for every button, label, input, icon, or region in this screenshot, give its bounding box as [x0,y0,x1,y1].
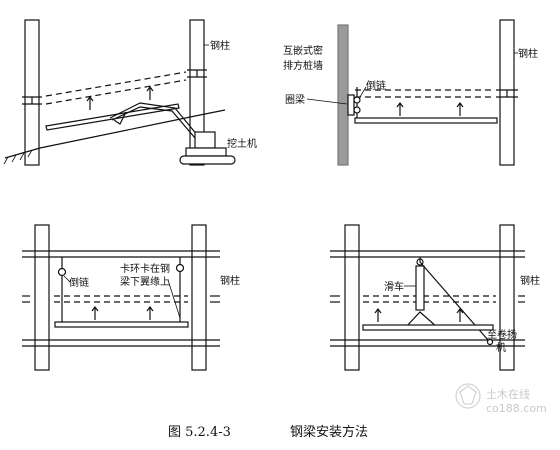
steel-column-right [191,224,207,371]
beam-target-lower [45,79,187,105]
label-steel-column: 钢柱 [210,39,230,52]
existing-beam-bottom [330,339,525,347]
watermark-logo-icon [455,383,481,409]
label-steel-column: 钢柱 [520,274,540,287]
label-pulley: 滑车 [384,280,404,293]
steel-beam [354,117,498,124]
chain-hoist-icon [175,257,185,322]
lift-arrow [86,96,94,110]
figure-title: 钢梁安装方法 [290,424,368,440]
panel-bottom-right: 滑车 钢柱 至卷扬 机 [330,224,540,371]
steel-column-left [344,224,360,371]
panel-top-left: 钢柱 挖土机 [3,19,257,166]
panel-top-right: 互嵌式密 排方桩墙 圈梁 倒链 钢柱 [283,19,538,166]
label-steel-column: 钢柱 [518,47,538,60]
ring-beam [347,94,355,116]
existing-beam-top [22,250,220,258]
label-chain-hoist: 倒链 [69,276,89,289]
beam-target-middle [22,295,220,303]
beam-target-middle [330,295,525,303]
label-winch-line2: 机 [496,341,506,354]
panel-bottom-left: 倒链 卡环卡在钢 梁下翼缘上 钢柱 [22,224,240,371]
figure-number: 图 5.2.4-3 [168,425,231,440]
steel-column-left [24,19,40,166]
label-ring-beam: 圈梁 [285,93,305,106]
excavator-icon [109,102,236,165]
lift-arrow [91,306,99,320]
label-winch-line1: 至卷扬 [487,328,517,341]
chain-hoist-icon [57,257,67,322]
ground-hatching [3,149,33,165]
steel-column-right [189,19,205,166]
column-bracket-left [22,96,42,105]
ground-line [4,109,226,159]
label-retaining-wall-line1: 互嵌式密 [283,44,323,57]
label-excavator: 挖土机 [227,137,257,150]
lift-arrow [456,308,464,322]
steel-column-left [34,224,50,371]
column-bracket [496,89,518,98]
lift-arrow [396,102,404,116]
existing-beam-top [330,250,525,258]
label-chain-hoist: 倒链 [366,79,386,92]
retaining-pile-wall [337,24,349,166]
watermark-text-line1: 土木在线 [486,387,530,401]
chain-hoist-icon [353,87,361,118]
steel-beam [54,321,189,328]
beam-target-upper [45,71,187,97]
lift-arrow [146,306,154,320]
label-steel-column: 钢柱 [220,274,240,287]
label-clamp-line2: 梁下翼缘上 [120,275,170,288]
lift-arrow [146,86,154,100]
lift-arrow [374,308,382,322]
lift-arrow [456,102,464,116]
watermark-text-line2: co188.com [486,402,547,415]
existing-beam-bottom [22,339,220,347]
column-bracket-right [187,69,207,78]
label-retaining-wall-line2: 排方桩墙 [283,59,323,72]
label-clamp-line1: 卡环卡在钢 [120,262,170,275]
steel-column-right [499,224,515,371]
steel-beam [362,324,494,331]
winch-line-end [486,338,494,346]
